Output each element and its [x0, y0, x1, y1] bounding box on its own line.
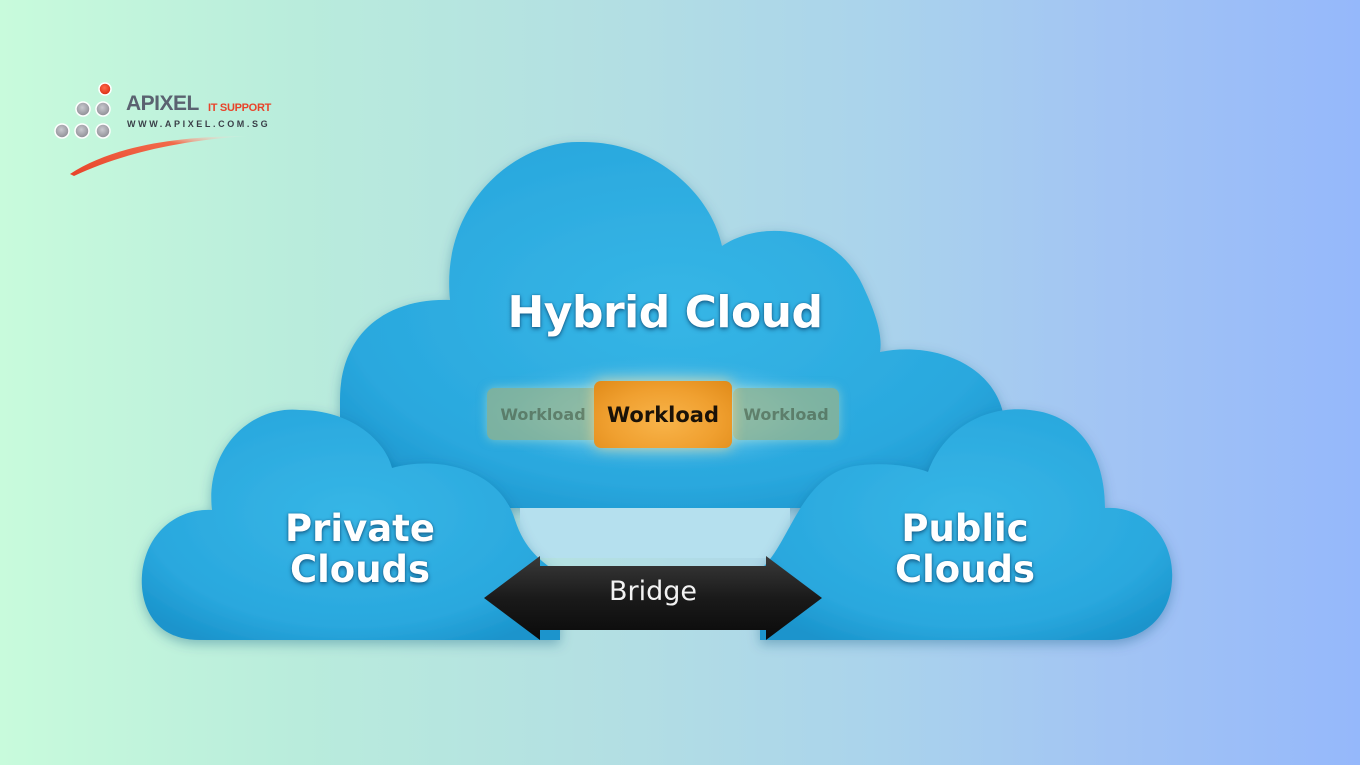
- private-cloud-shape: [141, 409, 560, 640]
- workload-right-label: Workload: [743, 404, 829, 424]
- logo-tagline: IT SUPPORT: [208, 102, 272, 114]
- workload-right: Workload: [733, 388, 839, 440]
- hybrid-cloud-title: Hybrid Cloud: [507, 287, 823, 338]
- logo-url: WWW.APIXEL.COM.SG: [127, 119, 271, 129]
- private-clouds-line1: Private: [285, 507, 435, 550]
- bridge-arrow-icon: [484, 556, 822, 640]
- apixel-logo: APIXEL IT SUPPORT WWW.APIXEL.COM.SG: [50, 78, 310, 178]
- public-cloud-shape: [760, 409, 1173, 640]
- public-clouds-label: Public Clouds: [845, 508, 1085, 591]
- logo-dots-icon: [54, 82, 250, 176]
- private-clouds-label: Private Clouds: [240, 508, 480, 591]
- workload-active: Workload: [594, 381, 732, 448]
- workload-left: Workload: [487, 388, 599, 440]
- bridge-label: Bridge: [608, 576, 697, 607]
- public-clouds-line1: Public: [901, 507, 1029, 550]
- workload-left-label: Workload: [500, 404, 586, 424]
- private-clouds-line2: Clouds: [289, 548, 431, 592]
- bridge-gap: [520, 508, 790, 558]
- public-clouds-line2: Clouds: [894, 548, 1036, 592]
- workload-active-label: Workload: [607, 402, 719, 427]
- logo-name: APIXEL: [126, 92, 199, 115]
